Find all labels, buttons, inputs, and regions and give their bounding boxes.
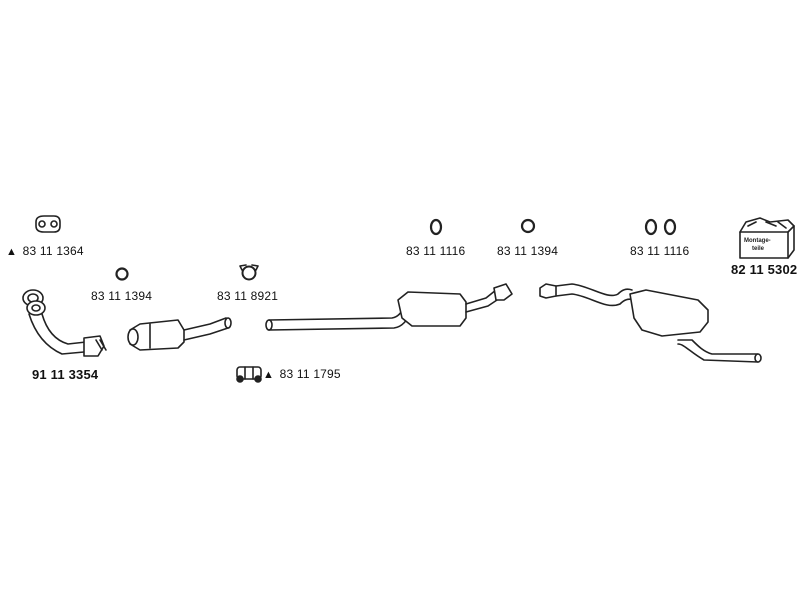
double-clamp-icon (236, 366, 262, 383)
double-ring-right-icon (644, 218, 677, 236)
ring-middle-1394-icon (520, 218, 536, 234)
part-number-flange-gasket: 83 11 1364 (22, 244, 84, 258)
label-ring-middle-1116: 83 11 1116 (406, 244, 465, 258)
clamp-small-icon (239, 264, 259, 281)
rear-silencer-icon (539, 283, 762, 363)
label-double-clamp: ▲ 83 11 1795 (263, 367, 341, 381)
part-number-ring-middle-1394: 83 11 1394 (497, 244, 559, 258)
ring-middle-1116-icon (429, 218, 443, 236)
part-number-ring-left: 83 11 1394 (91, 289, 153, 303)
catalytic-converter-icon (127, 317, 232, 351)
label-double-ring-right: 83 11 1116 (630, 244, 689, 258)
part-number-mounting-kit: 82 11 5302 (731, 262, 798, 277)
part-number-ring-middle-1116: 83 11 1116 (406, 244, 466, 258)
flange-gasket-icon (35, 215, 61, 233)
part-number-double-clamp: 83 11 1795 (279, 367, 341, 381)
part-number-clamp-small: 83 11 8921 (217, 289, 279, 303)
front-pipe-icon (22, 289, 107, 357)
label-front-pipe: 91 11 3354 (32, 367, 98, 382)
label-mounting-kit: 82 11 5302 (731, 262, 797, 277)
middle-silencer-icon (265, 283, 513, 331)
triangle-marker-icon: ▲ (6, 246, 18, 258)
label-ring-left: 83 11 1394 (91, 289, 152, 303)
triangle-marker-icon: ▲ (263, 369, 275, 381)
part-number-double-ring-right: 83 11 1116 (630, 244, 690, 258)
label-clamp-small: 83 11 8921 (217, 289, 278, 303)
mounting-kit-box-text-2: teile (752, 246, 765, 252)
part-number-front-pipe: 91 11 3354 (32, 367, 99, 382)
mounting-kit-box-icon (739, 217, 795, 259)
label-ring-middle-1394: 83 11 1394 (497, 244, 558, 258)
mounting-kit-box-text-1: Montage- (744, 238, 771, 244)
label-flange-gasket: ▲ 83 11 1364 (6, 244, 84, 258)
ring-left-icon (115, 267, 129, 281)
